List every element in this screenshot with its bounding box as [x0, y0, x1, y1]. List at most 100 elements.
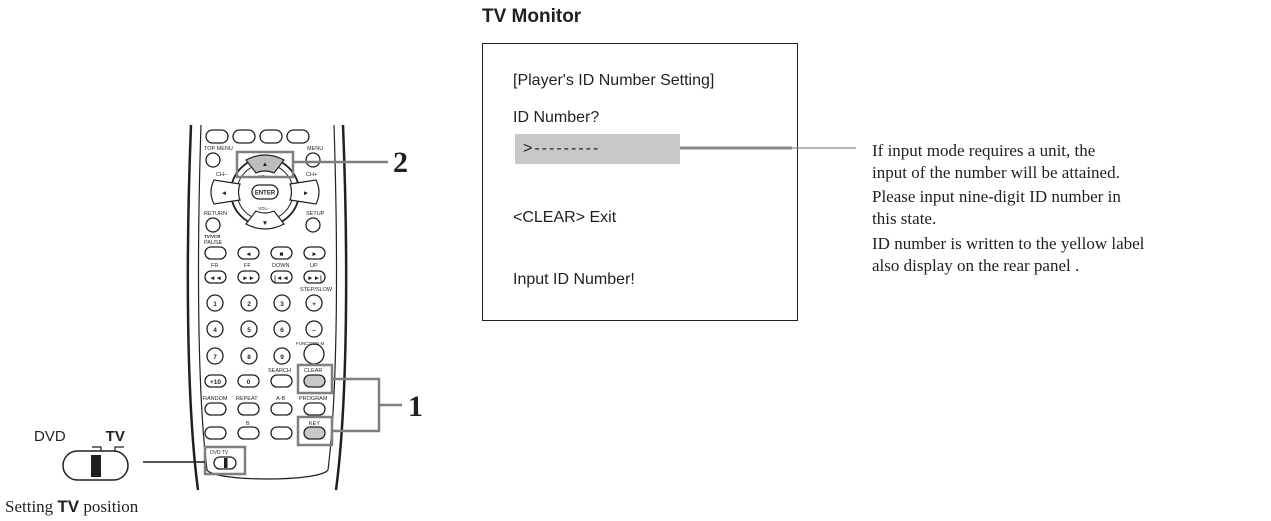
pause-button[interactable]	[204, 246, 227, 260]
label-top-menu: TOP MENU	[204, 146, 233, 152]
up-button[interactable]	[303, 270, 326, 284]
label-function-m: FUNCTION M	[296, 341, 324, 346]
label-key: KEY	[309, 421, 320, 427]
switch-caption: Setting TV position	[5, 497, 138, 517]
plus-icon: +	[312, 301, 316, 308]
callout-number-1: 1	[408, 390, 423, 423]
cursor-pad[interactable]: ▲ ▼ ◄ ► ENTER	[210, 154, 320, 230]
label-fr: FR	[211, 263, 218, 269]
digit-8-button[interactable]	[240, 347, 258, 365]
top-button-1	[205, 129, 229, 144]
remote-left-edge	[186, 124, 200, 491]
id-input-field[interactable]: >---------	[523, 140, 601, 157]
bottom-row	[204, 426, 293, 440]
ff-icon: ►►	[242, 275, 255, 282]
right-arrow-button[interactable]	[289, 179, 320, 205]
down-arrow-button[interactable]	[245, 210, 285, 230]
step-plus-button[interactable]	[305, 294, 323, 312]
return-button[interactable]	[205, 217, 221, 233]
up-arrow-icon: ▲	[262, 161, 268, 168]
label-repeat: REPEAT	[236, 396, 258, 402]
setup-button[interactable]	[305, 217, 321, 233]
screen-heading: [Player's ID Number Setting]	[513, 72, 715, 89]
clear-button[interactable]	[303, 374, 326, 388]
label-down: DOWN	[272, 263, 289, 269]
stop-button[interactable]	[270, 246, 293, 260]
program-button[interactable]	[303, 402, 326, 416]
top-button-3	[259, 129, 283, 144]
plus10-label: +10	[210, 379, 221, 386]
digit-1-button[interactable]	[206, 294, 224, 312]
screen-prompt: ID Number?	[513, 109, 600, 126]
fr-button[interactable]	[204, 270, 227, 284]
plus10-button[interactable]	[204, 374, 227, 388]
tv-monitor-title: TV Monitor	[482, 6, 582, 27]
left-arrow-button[interactable]	[210, 179, 241, 205]
digit-3-button[interactable]	[273, 294, 291, 312]
step-minus-button[interactable]	[305, 320, 323, 338]
top-menu-button[interactable]	[205, 152, 221, 168]
note-connector-line	[680, 146, 856, 150]
bottom-button-1[interactable]	[204, 426, 227, 440]
label-b: B	[246, 421, 250, 427]
remote-right-edge	[334, 124, 348, 491]
digit-4-button[interactable]	[206, 320, 224, 338]
label-ch-plus: CH+	[306, 172, 317, 178]
down-button[interactable]	[270, 270, 293, 284]
label-return: RETURN	[204, 211, 227, 217]
up-arrow-button[interactable]	[245, 154, 285, 174]
transport-row-2	[204, 270, 326, 284]
label-a-b: A-B	[276, 396, 286, 402]
search-button[interactable]	[270, 374, 293, 388]
screen-exit-hint: <CLEAR> Exit	[513, 209, 617, 226]
repeat-button[interactable]	[237, 402, 260, 416]
random-button[interactable]	[204, 402, 227, 416]
function-m-button[interactable]	[303, 343, 325, 365]
transport-row-1	[204, 246, 326, 260]
fr-icon: ◄◄	[209, 275, 222, 282]
note-line-6: also display on the rear panel .	[872, 256, 1080, 275]
label-up: UP	[310, 263, 318, 269]
digit-2-button[interactable]	[240, 294, 258, 312]
digit-3-label: 3	[280, 301, 284, 308]
highlight-frame-up	[235, 150, 295, 179]
a-b-button[interactable]	[270, 402, 293, 416]
digit-1-label: 1	[213, 301, 217, 308]
digit-5-button[interactable]	[240, 320, 258, 338]
key-button[interactable]	[303, 426, 326, 440]
enter-button[interactable]	[251, 184, 279, 200]
b-button[interactable]	[237, 426, 260, 440]
right-arrow-icon: ►	[303, 190, 309, 197]
left-arrow-icon: ◄	[221, 190, 227, 197]
note-line-1: If input mode requires a unit, the	[872, 141, 1096, 160]
note-line-4: this state.	[872, 209, 937, 228]
digit-9-label: 9	[280, 354, 284, 361]
digit-7-button[interactable]	[206, 347, 224, 365]
digit-4-label: 4	[213, 327, 217, 334]
label-ff: FF	[244, 263, 251, 269]
digit-2-label: 2	[247, 301, 251, 308]
remote-switch-knob	[224, 458, 228, 468]
digit-9-button[interactable]	[273, 347, 291, 365]
label-pause: PAUSE	[204, 240, 223, 246]
screen-instruction: Input ID Number!	[513, 271, 635, 288]
digit-0-button[interactable]	[237, 374, 260, 388]
play-icon: ►	[311, 251, 317, 258]
callout-bracket-1	[332, 377, 381, 433]
note-line-5: ID number is written to the yellow label	[872, 234, 1145, 253]
play-button[interactable]	[303, 246, 326, 260]
bottom-button-3[interactable]	[270, 426, 293, 440]
label-vol-minus: VOL–	[258, 206, 270, 211]
down-arrow-icon: ▼	[262, 220, 268, 227]
digit-6-button[interactable]	[273, 320, 291, 338]
prev-icon: ◄	[245, 251, 251, 258]
switch-label-tv: TV	[105, 428, 125, 445]
prev-button[interactable]	[237, 246, 260, 260]
digit-8-label: 8	[247, 354, 251, 361]
id-input-highlight	[515, 134, 680, 164]
label-menu: MENU	[307, 146, 323, 152]
digit-7-label: 7	[213, 354, 217, 361]
menu-button[interactable]	[305, 152, 321, 168]
ff-button[interactable]	[237, 270, 260, 284]
note-line-3: Please input nine-digit ID number in	[872, 187, 1121, 206]
